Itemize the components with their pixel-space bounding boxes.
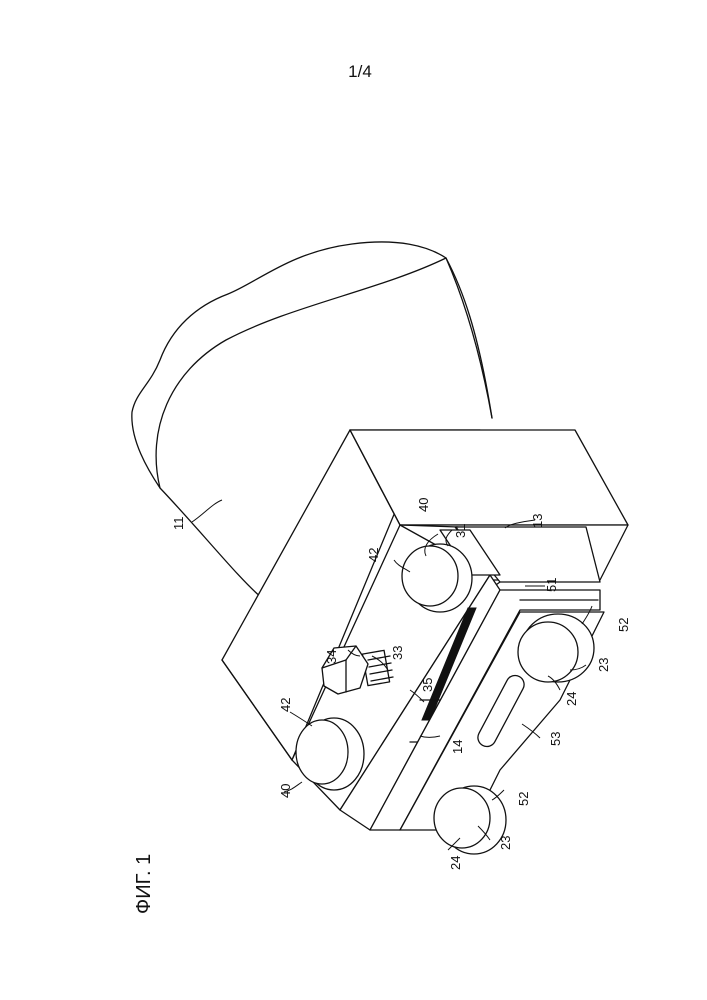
label-35: 35 <box>420 678 435 692</box>
label-23-left: 23 <box>498 836 513 850</box>
label-42-top: 42 <box>366 548 381 562</box>
label-24-right: 24 <box>564 692 579 706</box>
label-51: 51 <box>544 578 559 592</box>
label-23-right: 23 <box>596 658 611 672</box>
label-33: 33 <box>390 646 405 660</box>
roller-cap-bottom <box>296 720 348 784</box>
label-53: 53 <box>548 732 563 746</box>
roller-cap-top <box>402 546 458 606</box>
label-40-top: 40 <box>416 498 431 512</box>
label-42-bottom: 42 <box>278 698 293 712</box>
label-31: 31 <box>453 524 468 538</box>
label-24-left: 24 <box>448 856 463 870</box>
label-13: 13 <box>530 514 545 528</box>
label-14: 14 <box>450 740 465 754</box>
label-40-bottom: 40 <box>278 784 293 798</box>
label-52-bottom: 52 <box>516 792 531 806</box>
label-11: 11 <box>171 517 186 531</box>
wheel-left <box>434 786 506 854</box>
label-52-top: 52 <box>616 618 631 632</box>
figure-caption: ФИГ. 1 <box>133 854 155 914</box>
label-34: 34 <box>324 650 339 664</box>
roller-bottom <box>296 718 364 790</box>
